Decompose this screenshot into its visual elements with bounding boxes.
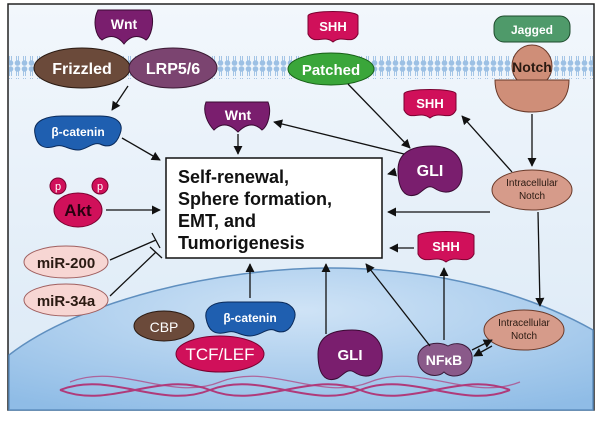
- mir-34a: miR-34a: [23, 283, 109, 317]
- arrow-gli-to-wnt: [273, 119, 405, 155]
- svg-text:Wnt: Wnt: [111, 16, 138, 32]
- notch-receptor: Notch: [494, 44, 570, 113]
- arrow-nicd-to-nucleus: [535, 211, 545, 307]
- tcf-lef: TCF/LEF: [175, 335, 265, 373]
- wnt-ligand-top: Wnt: [94, 9, 153, 45]
- arrow-nfkb-to-box: [365, 263, 431, 347]
- shh-ligand-low: SHH: [417, 231, 475, 263]
- inhibit-mir200: [109, 239, 157, 261]
- svg-text:Notch: Notch: [519, 191, 545, 202]
- shh-ligand-top: SHH: [307, 11, 359, 43]
- svg-text:miR-34a: miR-34a: [37, 293, 96, 310]
- svg-text:p: p: [97, 181, 103, 193]
- outcome-box: Self-renewal, Sphere formation, EMT, and…: [165, 157, 383, 259]
- svg-text:Patched: Patched: [302, 62, 360, 79]
- arrow-patched-to-gli: [347, 83, 411, 149]
- wnt-ligand-mid: Wnt: [204, 101, 271, 133]
- outcome-line-2: Sphere formation,: [178, 189, 332, 209]
- arrow-nicd-to-shh: [461, 115, 513, 173]
- arrow-nicd-to-nfkb: [473, 345, 493, 357]
- akt-kinase: Akt p p: [49, 177, 109, 228]
- inhibit-mir34a: [109, 251, 157, 297]
- frizzled-receptor: Frizzled: [33, 47, 131, 89]
- gli-nucleus: GLI: [317, 329, 383, 380]
- beta-catenin-nucleus: β-catenin: [205, 301, 296, 337]
- outcome-line-1: Self-renewal,: [178, 167, 289, 187]
- arrow-bcatenin-to-box: [121, 137, 161, 161]
- inhibition-lines: [109, 232, 163, 297]
- phospho-site-2: [91, 177, 109, 195]
- gli-cytoplasm: GLI: [397, 145, 463, 196]
- intracellular-notch-nucleus: Intracellular Notch: [483, 309, 565, 351]
- nfkb: NFκB: [417, 342, 473, 377]
- mir-200: miR-200: [23, 245, 109, 279]
- svg-text:Notch: Notch: [511, 331, 537, 342]
- outcome-line-4: Tumorigenesis: [178, 233, 305, 253]
- phospho-site-1: [49, 177, 67, 195]
- arrow-gli-to-box: [387, 167, 398, 177]
- svg-text:SHH: SHH: [319, 19, 346, 34]
- beta-catenin-cytoplasm: β-catenin: [34, 115, 122, 151]
- svg-text:GLI: GLI: [338, 347, 363, 364]
- svg-text:NFκB: NFκB: [426, 352, 463, 368]
- outcome-line-3: EMT, and: [178, 211, 256, 231]
- jagged-ligand: Jagged: [493, 15, 571, 43]
- svg-text:GLI: GLI: [417, 163, 444, 180]
- svg-text:Wnt: Wnt: [225, 107, 252, 123]
- arrow-receptor-to-bcatenin: [111, 85, 129, 111]
- svg-text:CBP: CBP: [150, 319, 179, 335]
- svg-text:Frizzled: Frizzled: [52, 61, 112, 78]
- svg-text:Jagged: Jagged: [511, 23, 553, 37]
- svg-text:SHH: SHH: [432, 239, 459, 254]
- svg-text:Akt: Akt: [64, 201, 92, 220]
- patched-receptor: Patched: [287, 52, 375, 86]
- inhibit-mir200-bar: [151, 232, 161, 249]
- svg-text:p: p: [55, 181, 61, 193]
- svg-text:TCF/LEF: TCF/LEF: [186, 345, 255, 364]
- svg-text:Intracellular: Intracellular: [506, 178, 558, 189]
- intracellular-notch-cytoplasm: Intracellular Notch: [491, 169, 573, 211]
- pathway-arrows: [106, 83, 545, 357]
- dna-strands: [59, 375, 521, 397]
- svg-text:β-catenin: β-catenin: [223, 311, 276, 325]
- svg-text:Notch: Notch: [512, 59, 552, 75]
- svg-text:miR-200: miR-200: [37, 255, 95, 272]
- svg-text:LRP5/6: LRP5/6: [146, 61, 200, 78]
- svg-text:SHH: SHH: [416, 96, 443, 111]
- cbp-coactivator: CBP: [133, 310, 195, 342]
- svg-text:Intracellular: Intracellular: [498, 318, 550, 329]
- svg-text:β-catenin: β-catenin: [51, 125, 104, 139]
- shh-ligand-mid: SHH: [403, 89, 457, 119]
- lrp-receptor: LRP5/6: [128, 47, 218, 89]
- inhibit-mir34a-bar: [149, 246, 163, 259]
